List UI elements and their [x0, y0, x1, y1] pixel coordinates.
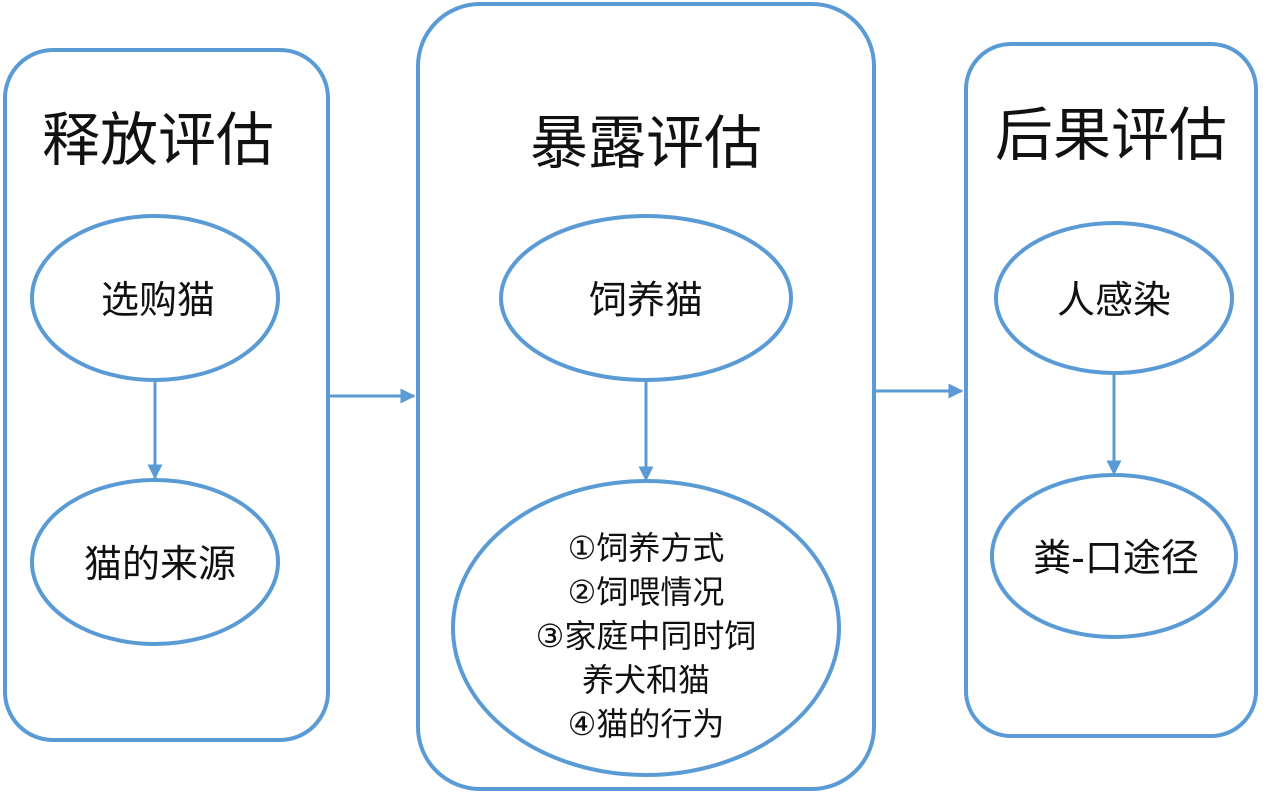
stage-release-assessment: 释放评估 选购猫 猫的来源 [3, 48, 330, 742]
detail-line: ①饲养方式 [568, 529, 725, 567]
node-ellipse [30, 478, 280, 646]
node-label: 人感染 [1057, 278, 1171, 322]
node-label: 选购猫 [101, 278, 215, 322]
node-label: 粪-口途径 [1033, 536, 1199, 580]
stage-exposure-assessment: 暴露评估 饲养猫 ①饲养方式 ②饲喂情况 ③家庭中同时饲 养犬和猫 ④猫的行为 [416, 2, 876, 791]
detail-line: 养犬和猫 [582, 661, 710, 699]
stage-title: 暴露评估 [530, 109, 762, 177]
detail-line: ④猫的行为 [568, 705, 725, 743]
detail-line: ③家庭中同时饲 [536, 617, 757, 655]
detail-line: ②饲喂情况 [568, 573, 725, 611]
node-label: 饲养猫 [589, 278, 703, 322]
stage-consequence-assessment: 后果评估 人感染 粪-口途径 [964, 42, 1258, 738]
stage-title: 后果评估 [995, 101, 1227, 169]
node-label: 猫的来源 [84, 542, 236, 586]
stage-title: 释放评估 [42, 106, 274, 174]
